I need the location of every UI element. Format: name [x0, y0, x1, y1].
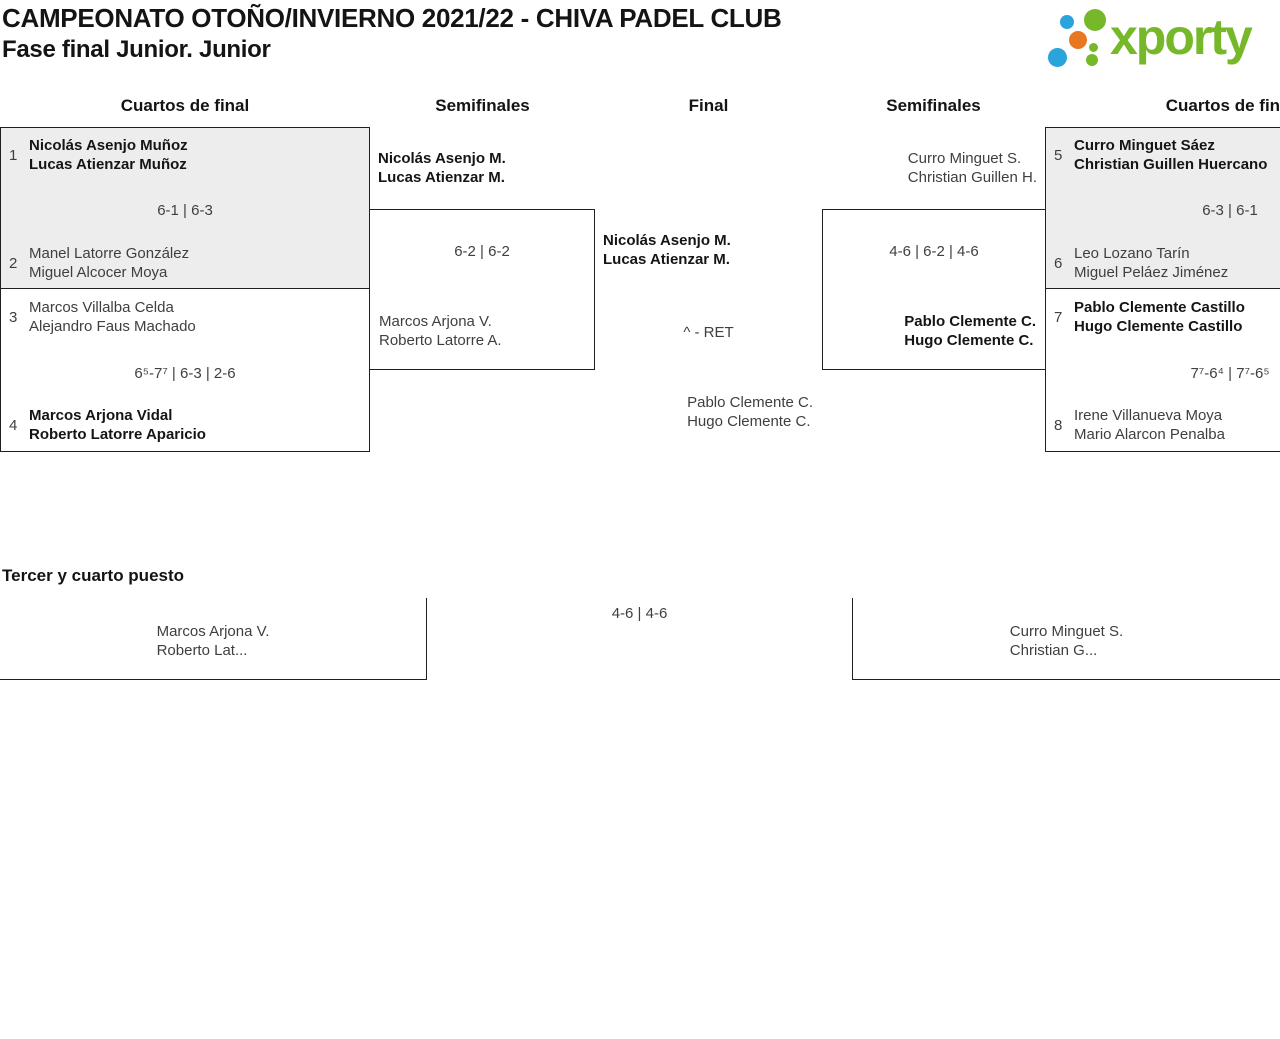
xporty-logo: xporty — [1040, 0, 1280, 80]
logo-dot-green-medium — [1086, 54, 1098, 66]
player-name: Hugo Clemente C. — [904, 332, 1034, 349]
team-slot: 7 Pablo Clemente Castillo Hugo Clemente … — [1046, 298, 1245, 336]
match-score: 6-1 | 6-3 — [157, 202, 213, 219]
team-slot: 8 Irene Villanueva Moya Mario Alarcon Pe… — [1046, 406, 1225, 444]
player-name: Marcos Villalba Celda — [29, 299, 174, 316]
player-name: Mario Alarcon Penalba — [1074, 426, 1225, 443]
sf-right-winner-names: Curro Minguet S. Christian Guillen H. — [908, 149, 1037, 187]
match-box-qf4: 7 Pablo Clemente Castillo Hugo Clemente … — [1045, 288, 1280, 452]
player-name: Hugo Clemente Castillo — [1074, 318, 1243, 335]
match-score: 6-2 | 6-2 — [454, 243, 510, 260]
player-name: Irene Villanueva Moya — [1074, 407, 1223, 424]
final-top-team-names: Nicolás Asenjo M. Lucas Atienzar M. — [603, 231, 731, 269]
team-slot: 1 Nicolás Asenjo Muñoz Lucas Atienzar Mu… — [1, 136, 188, 174]
seed-number: 2 — [9, 254, 18, 272]
column-header-semifinals-right: Semifinales — [886, 96, 981, 115]
player-name: Manel Latorre González — [29, 245, 190, 262]
logo-wordmark: xporty — [1110, 9, 1253, 65]
player-name: Miguel Peláez Jiménez — [1074, 264, 1229, 281]
player-name: Lucas Atienzar M. — [378, 169, 505, 186]
match-score: 4-6 | 6-2 | 4-6 — [889, 243, 979, 260]
match-box-sf-left: 6-2 | 6-2 Marcos Arjona V. Roberto Lator… — [369, 209, 595, 370]
sf-left-winner-names: Nicolás Asenjo M. Lucas Atienzar M. — [378, 149, 506, 187]
player-name: Nicolás Asenjo M. — [378, 150, 506, 167]
logo-dot-green-tiny — [1089, 43, 1098, 52]
match-box-qf3: 5 Curro Minguet Sáez Christian Guillen H… — [1045, 127, 1280, 289]
final-score: ^ - RET — [683, 324, 734, 341]
final-bottom-team-names: Pablo Clemente C. Hugo Clemente C. — [687, 393, 813, 431]
player-name: Alejandro Faus Machado — [29, 318, 196, 335]
seed-number: 3 — [9, 308, 18, 326]
player-name: Nicolás Asenjo Muñoz — [29, 137, 188, 154]
player-name: Christian Guillen Huercano — [1074, 156, 1268, 173]
player-name: Christian G... — [1009, 642, 1098, 659]
player-name: Hugo Clemente C. — [687, 413, 811, 430]
column-header-quarterfinals-right: Cuartos de final — [1165, 96, 1280, 115]
sf-right-loser-names: Pablo Clemente C. Hugo Clemente C. — [904, 312, 1036, 350]
match-box-qf2: 3 Marcos Villalba Celda Alejandro Faus M… — [0, 288, 370, 452]
player-name: Curro Minguet S. — [1009, 623, 1124, 640]
third-place-box-left: Marcos Arjona V. Roberto Lat... — [0, 598, 427, 680]
third-place-box-right: Curro Minguet S. Christian G... — [852, 598, 1280, 680]
logo-dot-blue-small — [1060, 15, 1074, 29]
team-slot: 6 Leo Lozano Tarín Miguel Peláez Jiménez — [1046, 244, 1228, 282]
seed-number: 5 — [1054, 146, 1063, 164]
player-name: Roberto Latorre Aparicio — [29, 426, 206, 443]
team-slot: 3 Marcos Villalba Celda Alejandro Faus M… — [1, 298, 196, 336]
page-subtitle: Fase final Junior. Junior — [2, 36, 271, 63]
third-place-heading: Tercer y cuarto puesto — [2, 566, 185, 585]
seed-number: 4 — [9, 416, 18, 434]
player-name: Roberto Lat... — [156, 642, 248, 659]
player-name: Leo Lozano Tarín — [1074, 245, 1190, 262]
player-name: Christian Guillen H. — [907, 169, 1037, 186]
match-score: 7⁷-6⁴ | 7⁷-6⁵ — [1190, 365, 1270, 382]
player-name: Pablo Clemente Castillo — [1074, 299, 1245, 316]
player-name: Lucas Atienzar M. — [603, 251, 730, 268]
player-name: Curro Minguet Sáez — [1074, 137, 1215, 154]
team-slot: 4 Marcos Arjona Vidal Roberto Latorre Ap… — [1, 406, 206, 444]
sf-left-loser-names: Marcos Arjona V. Roberto Latorre A. — [379, 312, 502, 350]
player-name: Marcos Arjona V. — [379, 313, 492, 330]
logo-dot-blue-large — [1048, 48, 1067, 67]
player-name: Marcos Arjona V. — [156, 623, 270, 640]
player-name: Marcos Arjona Vidal — [29, 407, 173, 424]
third-place-score: 4-6 | 4-6 — [611, 605, 668, 622]
player-name: Curro Minguet S. — [907, 150, 1022, 167]
player-name: Pablo Clemente C. — [904, 313, 1036, 330]
seed-number: 6 — [1054, 254, 1063, 272]
page-title: CAMPEONATO OTOÑO/INVIERNO 2021/22 - CHIV… — [2, 3, 782, 33]
logo-dot-orange — [1069, 31, 1087, 49]
team-slot: 5 Curro Minguet Sáez Christian Guillen H… — [1046, 136, 1267, 174]
match-score: 6-3 | 6-1 — [1202, 202, 1258, 219]
match-box-qf1: 1 Nicolás Asenjo Muñoz Lucas Atienzar Mu… — [0, 127, 370, 289]
team-slot: 2 Manel Latorre González Miguel Alcocer … — [1, 244, 189, 282]
seed-number: 1 — [9, 146, 18, 164]
player-name: Lucas Atienzar Muñoz — [29, 156, 187, 173]
player-name: Nicolás Asenjo M. — [603, 232, 731, 249]
logo-dot-green-large — [1084, 9, 1106, 31]
match-score: 6⁵-7⁷ | 6-3 | 2-6 — [134, 365, 236, 382]
match-box-sf-right: 4-6 | 6-2 | 4-6 Pablo Clemente C. Hugo C… — [822, 209, 1046, 370]
column-header-quarterfinals-left: Cuartos de final — [120, 96, 250, 115]
seed-number: 7 — [1054, 308, 1063, 326]
player-name: Miguel Alcocer Moya — [29, 264, 168, 281]
column-header-final: Final — [688, 96, 729, 115]
seed-number: 8 — [1054, 416, 1063, 434]
player-name: Roberto Latorre A. — [379, 332, 502, 349]
column-header-semifinals-left: Semifinales — [435, 96, 530, 115]
player-name: Pablo Clemente C. — [687, 394, 813, 411]
